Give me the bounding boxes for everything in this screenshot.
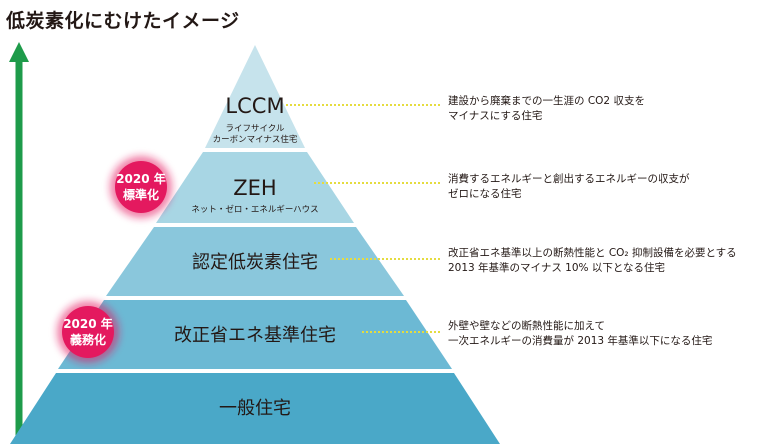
badge-standardization-year: 2020 年 — [116, 171, 166, 186]
description-zeh: 消費するエネルギーと創出するエネルギーの収支が ゼロになる住宅 — [448, 172, 690, 202]
description-certified-low-carbon: 改正省エネ基準以上の断熱性能と CO₂ 抑制設備を必要とする 2013 年基準の… — [448, 246, 737, 276]
badge-2020-standardization: 2020 年 標準化 — [110, 156, 172, 218]
description-revised-energy-standard: 外壁や壁などの断熱性能に加えて 一次エネルギーの消費量が 2013 年基準以下に… — [448, 319, 712, 349]
tier-label-certified-low-carbon: 認定低炭素住宅 — [192, 252, 318, 273]
badge-mandatory-label: 義務化 — [70, 332, 106, 347]
description-certified-low-carbon-line2: 2013 年基準のマイナス 10% 以下となる住宅 — [448, 262, 666, 274]
low-carbon-arrowhead-icon — [9, 42, 29, 62]
tier-label-general-housing: 一般住宅 — [219, 398, 291, 419]
badge-2020-mandatory: 2020 年 義務化 — [57, 301, 119, 363]
description-certified-low-carbon-line1: 改正省エネ基準以上の断熱性能と CO₂ 抑制設備を必要とする — [448, 247, 737, 259]
description-lccm-line1: 建設から廃棄までの一生涯の CO2 収支を — [448, 95, 645, 107]
pyramid-tier-certified-low-carbon — [106, 227, 404, 296]
tier-sublabel-lccm-line1: ライフサイクル — [225, 124, 285, 134]
description-revised-energy-standard-line2: 一次エネルギーの消費量が 2013 年基準以下になる住宅 — [448, 335, 713, 347]
pyramid-tier-revised-energy-standard — [58, 300, 452, 369]
description-zeh-line2: ゼロになる住宅 — [448, 188, 522, 200]
badge-standardization-label: 標準化 — [123, 187, 159, 202]
tier-label-revised-energy-standard: 改正省エネ基準住宅 — [174, 325, 336, 346]
pyramid-tier-zeh — [156, 152, 354, 223]
description-lccm: 建設から廃棄までの一生涯の CO2 収支を マイナスにする住宅 — [448, 94, 645, 124]
tier-label-lccm: LCCM — [225, 94, 284, 118]
description-zeh-line1: 消費するエネルギーと創出するエネルギーの収支が — [448, 173, 690, 185]
pyramid-tier-lccm — [205, 45, 305, 148]
pyramid-tier-general-housing — [10, 373, 500, 444]
badge-mandatory-year: 2020 年 — [63, 316, 113, 331]
diagram-title: 低炭素化にむけたイメージ — [6, 10, 240, 32]
description-revised-energy-standard-line1: 外壁や壁などの断熱性能に加えて — [448, 320, 605, 332]
tier-sublabel-lccm-line2: カーボンマイナス住宅 — [213, 134, 298, 145]
tier-label-zeh: ZEH — [233, 176, 276, 200]
description-lccm-line2: マイナスにする住宅 — [448, 110, 543, 122]
tier-sublabel-zeh: ネット・ゼロ・エネルギーハウス — [191, 204, 318, 215]
